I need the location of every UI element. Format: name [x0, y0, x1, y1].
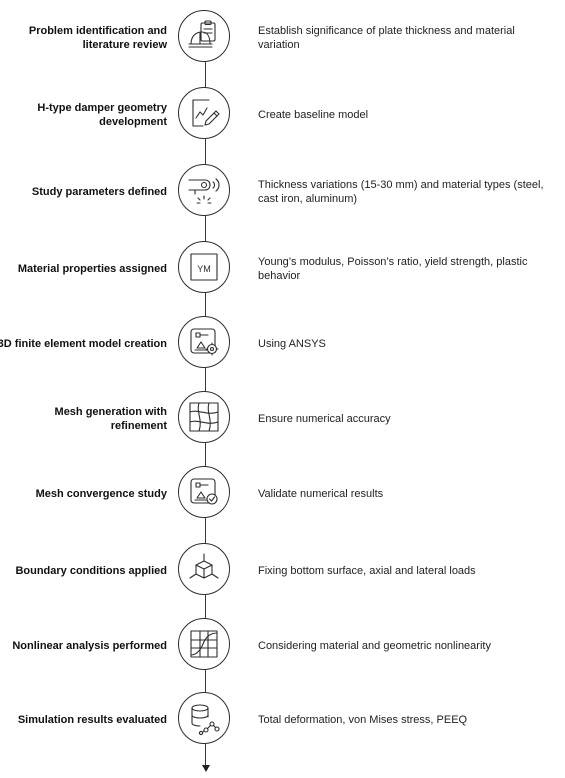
- flow-step: H-type damper geometry development Creat…: [0, 87, 565, 143]
- step-description: Using ANSYS: [258, 338, 326, 350]
- step-icon-circle: [178, 316, 230, 368]
- step-label: Mesh convergence study: [35, 488, 167, 500]
- projector-icon: [188, 178, 220, 204]
- flow-step: Material properties assigned YM Young’s …: [0, 241, 565, 297]
- step-icon-circle: [178, 543, 230, 595]
- grid-curve-icon: [190, 630, 218, 658]
- ym-box-icon: YM: [190, 253, 218, 281]
- step-label: Simulation results evaluated: [17, 714, 167, 726]
- step-icon-circle: [178, 466, 230, 518]
- flow-step: Nonlinear analysis performed Considering…: [0, 618, 565, 674]
- model-gear-icon: [190, 328, 219, 356]
- mesh-icon: [189, 402, 219, 432]
- step-label: Mesh generation with refinement: [54, 406, 167, 432]
- step-description: Total deformation, von Mises stress, PEE…: [258, 714, 468, 726]
- flow-step: Study parameters defined Thickness varia…: [0, 164, 565, 220]
- step-description: Validate numerical results: [258, 488, 384, 500]
- flow-step: Problem identification and literature re…: [0, 10, 565, 66]
- step-icon-circle: [178, 618, 230, 670]
- step-icon-circle: [178, 692, 230, 744]
- flow-step: 3D finite element model creation Using A…: [0, 316, 565, 372]
- step-description: Create baseline model: [258, 109, 369, 121]
- step-icon-circle: [178, 10, 230, 62]
- step-description: Fixing bottom surface, axial and lateral…: [258, 565, 476, 577]
- model-check-icon: [190, 478, 218, 505]
- cube-axes-icon: [189, 553, 219, 579]
- step-icon-circle: [178, 87, 230, 139]
- step-label: Problem identification and literature re…: [28, 25, 167, 51]
- flow-step: Boundary conditions applied Fixing botto…: [0, 543, 565, 599]
- step-icon-circle: [178, 164, 230, 216]
- database-network-icon: [191, 704, 220, 736]
- step-label: Material properties assigned: [17, 263, 167, 275]
- helmet-clipboard-icon: [188, 20, 216, 48]
- flow-step: Mesh generation with refinement Ensure n…: [0, 391, 565, 447]
- step-description: Ensure numerical accuracy: [258, 413, 391, 425]
- step-label: Boundary conditions applied: [15, 565, 167, 577]
- step-description: Considering material and geometric nonli…: [258, 640, 491, 652]
- step-description: Young’s modulus, Poisson’s ratio, yield …: [258, 256, 528, 282]
- step-description: Establish significance of plate thicknes…: [258, 25, 515, 51]
- ym-symbol-text: YM: [197, 264, 211, 274]
- step-label: Nonlinear analysis performed: [12, 640, 167, 652]
- step-label: H-type damper geometry development: [37, 102, 167, 128]
- step-label: Study parameters defined: [31, 186, 167, 198]
- flow-step: Mesh convergence study Validate numerica…: [0, 466, 565, 522]
- step-icon-circle: [178, 391, 230, 443]
- flow-arrowhead: [201, 765, 210, 772]
- chart-pencil-icon: [192, 99, 220, 127]
- flow-step: Simulation results evaluated Total defor…: [0, 692, 565, 748]
- step-label: 3D finite element model creation: [0, 338, 167, 350]
- step-description: Thickness variations (15-30 mm) and mate…: [258, 179, 544, 205]
- step-icon-circle: YM: [178, 241, 230, 293]
